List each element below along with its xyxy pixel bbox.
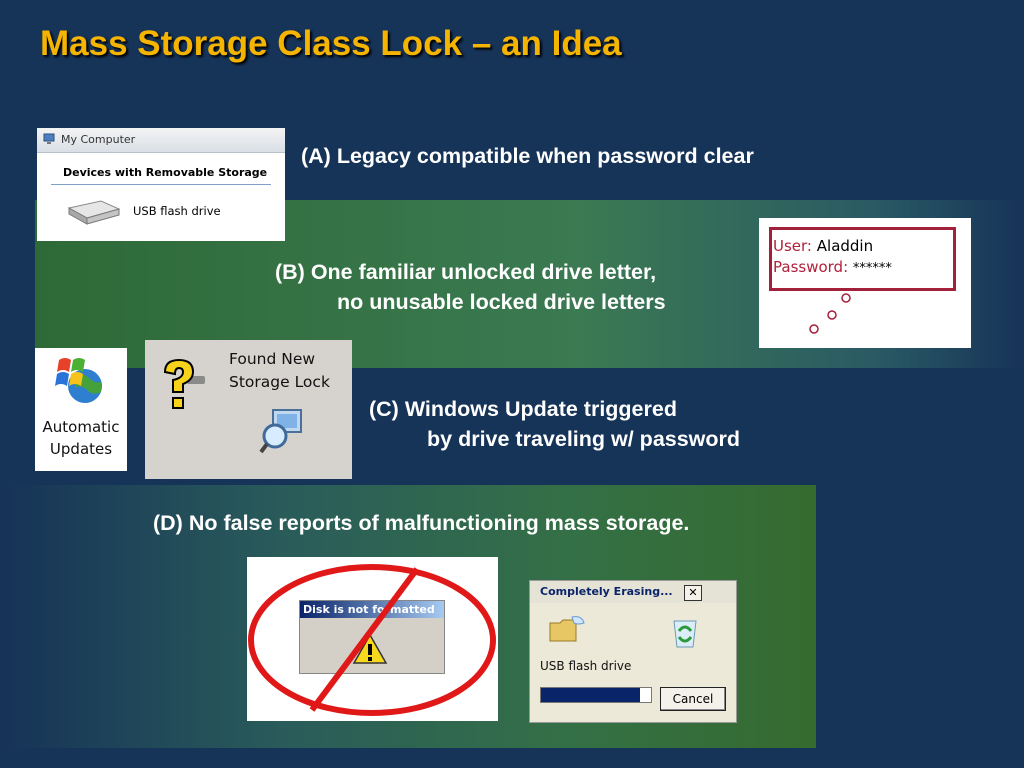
point-c-line2: by drive traveling w/ password	[427, 427, 741, 451]
disk-dialog-title: Disk is not formatted	[300, 601, 444, 618]
password-value: ******	[852, 261, 892, 276]
erase-dialog-title: Completely Erasing...	[530, 581, 736, 603]
close-button[interactable]: ✕	[684, 585, 702, 601]
credentials-box	[769, 227, 956, 291]
removable-storage-heading: Devices with Removable Storage	[63, 166, 268, 179]
thought-bubble-dots	[809, 293, 851, 334]
windows-logo-icon	[55, 358, 102, 403]
user-label: User:	[773, 237, 812, 255]
erase-progress-bar	[540, 687, 652, 703]
disk-not-formatted-dialog: Disk is not formatted	[299, 600, 445, 674]
warning-icon	[352, 633, 388, 664]
point-b-line2: no unusable locked drive letters	[337, 290, 666, 314]
found-new-line2: Storage Lock	[229, 373, 330, 391]
password-label: Password:	[773, 258, 849, 276]
found-new-line1: Found New	[229, 350, 316, 368]
heading-divider	[51, 184, 271, 185]
prohibition-sign-icon	[248, 564, 496, 716]
my-computer-titlebar: My Computer	[37, 128, 285, 153]
my-computer-title: My Computer	[61, 133, 136, 146]
usb-drive-label[interactable]: USB flash drive	[133, 204, 221, 218]
cancel-button[interactable]: Cancel	[660, 687, 726, 711]
automatic-updates-line2: Updates	[49, 440, 113, 458]
point-d: (D) No false reports of malfunctioning m…	[153, 511, 690, 535]
automatic-updates-icon-panel[interactable]: Automatic Updates	[35, 348, 127, 471]
computer-icon	[43, 133, 55, 144]
usb-drive-icon[interactable]	[65, 198, 123, 226]
disk-not-formatted-screenshot: Disk is not formatted	[247, 557, 498, 721]
found-new-storage-lock: Found New Storage Lock	[145, 340, 352, 479]
point-a: (A) Legacy compatible when password clea…	[301, 144, 754, 168]
network-magnifier-icon	[259, 409, 302, 454]
question-mark-icon	[163, 358, 205, 409]
erase-device-label: USB flash drive	[540, 659, 632, 673]
my-computer-screenshot: My Computer Devices with Removable Stora…	[37, 128, 285, 241]
automatic-updates-line1: Automatic	[42, 418, 120, 436]
recycle-bin-icon	[673, 620, 697, 648]
erase-progress-fill	[541, 688, 640, 702]
login-prompt: User: Aladdin Password: ******	[759, 218, 971, 348]
point-c-line1: (C) Windows Update triggered	[369, 397, 677, 421]
slide-title: Mass Storage Class Lock – an Idea	[40, 24, 622, 63]
completely-erasing-dialog: Completely Erasing... ✕ USB flash drive …	[529, 580, 737, 723]
folder-icon	[549, 616, 585, 642]
point-b-line1: (B) One familiar unlocked drive letter,	[275, 260, 657, 284]
user-value: Aladdin	[816, 237, 874, 255]
